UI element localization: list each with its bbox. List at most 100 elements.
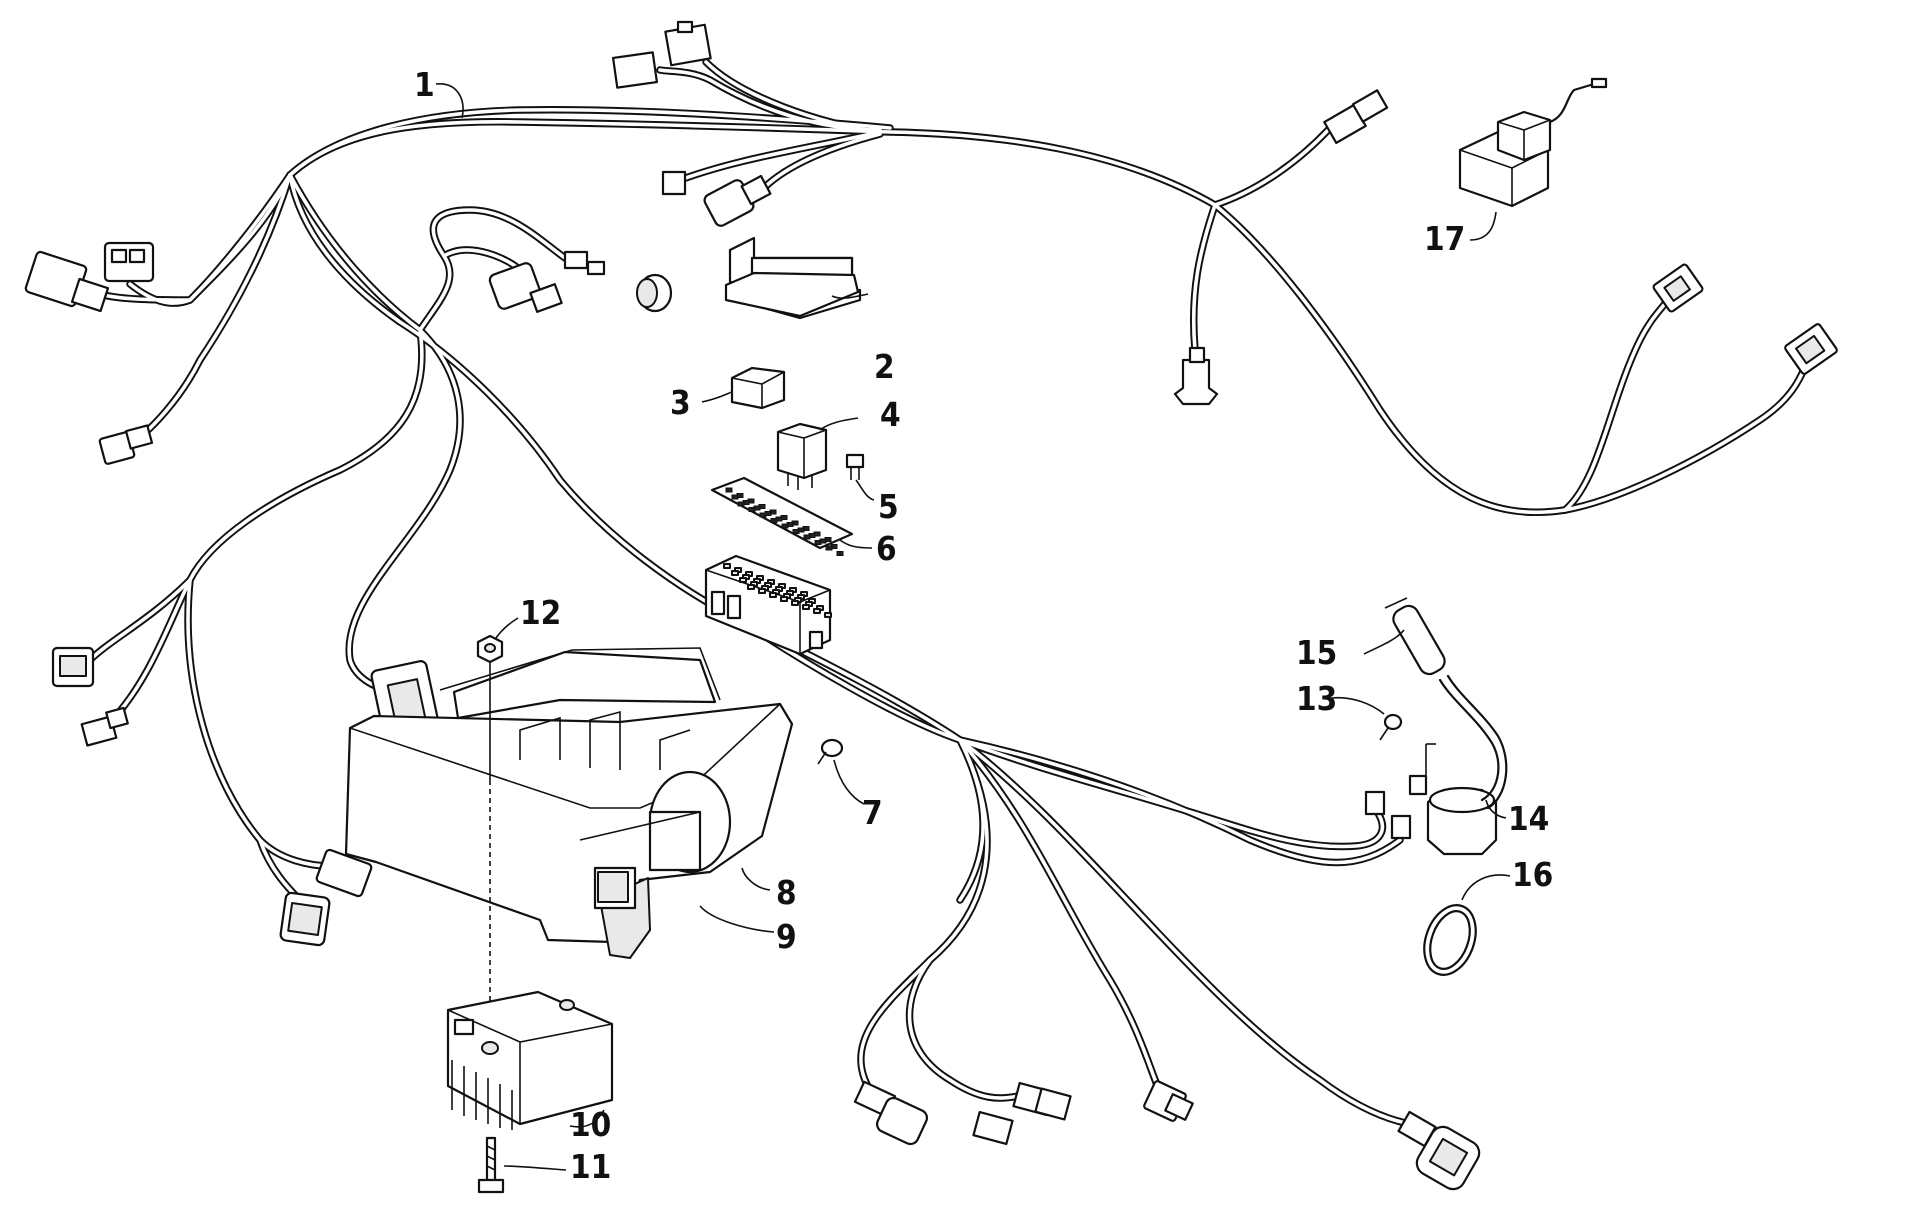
- harness-wire: [1211, 124, 1334, 209]
- fuse-slot: [791, 600, 799, 606]
- callout-17: 17: [1424, 219, 1465, 258]
- harness-wire-core: [958, 738, 1402, 865]
- board-contact: [748, 507, 756, 512]
- harness-wire: [286, 118, 1569, 517]
- part-4-relay: [776, 422, 828, 490]
- connector-left-middle: [51, 646, 129, 747]
- board-contact: [825, 545, 833, 551]
- harness-wire-core: [186, 578, 332, 868]
- connector-right-upper: [1652, 263, 1704, 313]
- fuse-slot: [824, 612, 832, 618]
- harness-wire-core: [678, 130, 882, 182]
- fuse-slot: [802, 604, 810, 610]
- part-10-voltage-regulator: [446, 990, 614, 1130]
- callout-5: 5: [878, 487, 899, 526]
- connector-bottom-3: [1143, 1080, 1194, 1122]
- harness-wire-core: [188, 328, 424, 582]
- callout-10: 10: [570, 1105, 611, 1144]
- harness-wire-core: [1563, 362, 1808, 512]
- connector-left-lower: [279, 848, 373, 947]
- board-contact: [731, 494, 739, 500]
- connector-right-lower: [1784, 323, 1838, 375]
- connector-left-upper: [24, 241, 155, 313]
- harness-wire-core: [418, 208, 567, 332]
- fuse-slot: [723, 563, 731, 569]
- harness-wire-core: [1191, 203, 1217, 352]
- harness-wire: [184, 576, 334, 870]
- harness-wire: [256, 836, 304, 904]
- harness-wire-core: [347, 328, 462, 692]
- connector-mid-top-small: [661, 170, 772, 227]
- callout-7: 7: [862, 793, 883, 832]
- fuse-block-housing: [704, 554, 832, 656]
- harness-wire-core: [658, 68, 882, 132]
- harness-wire-core: [704, 60, 882, 134]
- board-contact: [725, 487, 733, 493]
- callout-1: 1: [414, 65, 435, 104]
- harness-wire: [345, 326, 464, 694]
- callout-labels: 1 2 3 4 5 6 7 8 9 10 11 12 13 14 15 16 1…: [414, 65, 1553, 1186]
- harness-wire-core: [288, 119, 1567, 515]
- part-5-fuse: [845, 453, 865, 480]
- callout-6: 6: [876, 529, 897, 568]
- callout-16: 16: [1512, 855, 1553, 894]
- fuse-slot: [739, 577, 747, 583]
- part-16-hose-clamp: [1423, 904, 1477, 976]
- callout-4: 4: [880, 395, 901, 434]
- harness-wire-core: [110, 578, 192, 722]
- connector-mid-cluster: [488, 250, 673, 313]
- connector-top-left-pair: [612, 20, 712, 89]
- harness-wire-core: [907, 958, 1020, 1100]
- connector-bottom-1: [853, 1080, 929, 1146]
- part-2-fuse-box-body: [724, 271, 860, 318]
- harness-wire-core: [88, 578, 192, 662]
- connector-right-vertical: [1173, 346, 1219, 406]
- callout-12: 12: [520, 593, 561, 632]
- harness-wire-core: [958, 738, 985, 902]
- connector-bottom-2: [972, 1081, 1072, 1146]
- fuse-slot: [731, 570, 739, 576]
- callout-11: 11: [570, 1147, 611, 1186]
- fuse-slot: [780, 596, 788, 602]
- harness-wire-core: [442, 248, 522, 272]
- callout-14: 14: [1508, 799, 1549, 838]
- part-17-relay-module: [1458, 77, 1608, 208]
- main-wiring-harness: [86, 58, 1810, 1128]
- callout-leaders: [435, 83, 1511, 1171]
- board-contact: [836, 551, 844, 556]
- harness-wire: [186, 326, 426, 584]
- callout-13: 13: [1296, 679, 1337, 718]
- harness-wire-core: [1213, 126, 1332, 207]
- callout-9: 9: [776, 917, 797, 956]
- harness-wire-core: [288, 173, 962, 742]
- fuse-slot: [758, 588, 766, 594]
- fuse-slot: [813, 608, 821, 614]
- callout-15: 15: [1296, 633, 1337, 672]
- harness-wire-core: [288, 107, 892, 177]
- board-contact: [737, 501, 745, 507]
- board-contact: [781, 523, 789, 529]
- harness-wire: [286, 171, 424, 334]
- part-8-battery-tray: [344, 647, 794, 959]
- harness-wire-core: [134, 173, 292, 442]
- board-contact: [792, 529, 800, 534]
- harness-wire-core: [288, 173, 422, 332]
- part-7-push-rivet: [817, 738, 844, 765]
- board-contact: [759, 512, 767, 518]
- part-13-screw: [1379, 713, 1403, 741]
- connector-top-right: [1323, 89, 1389, 144]
- callout-8: 8: [776, 873, 797, 912]
- harness-wire: [905, 956, 1022, 1102]
- part-14-ignition-coil: [1384, 597, 1508, 856]
- callout-3: 3: [670, 383, 691, 422]
- harness-wire-core: [1563, 298, 1670, 512]
- board-contact: [814, 540, 822, 545]
- callout-2: 2: [874, 347, 895, 386]
- harness-wire-core: [958, 738, 1412, 1126]
- part-6-fuse-board: [710, 476, 854, 556]
- part-3-relay-block: [730, 366, 786, 410]
- harness-wire-core: [758, 132, 882, 194]
- connector-bottom-4: [1397, 1110, 1481, 1191]
